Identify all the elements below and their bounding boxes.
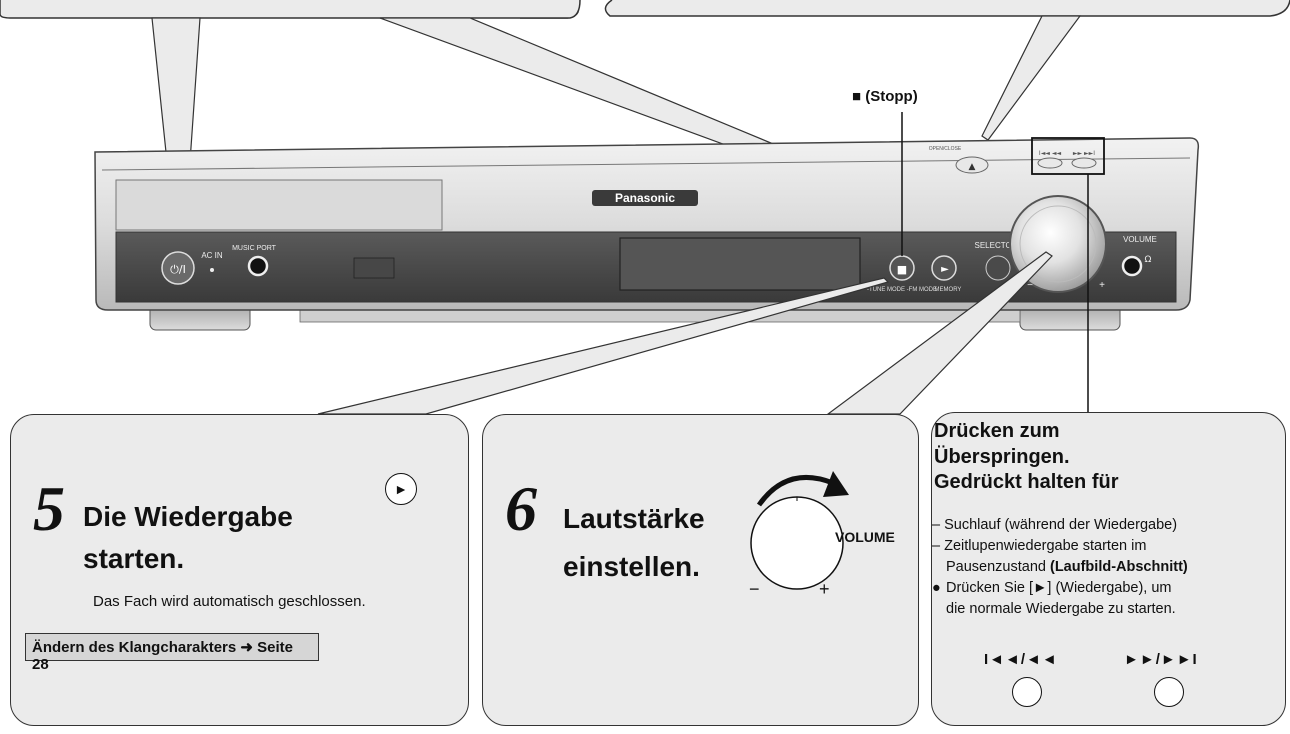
eject-button [955, 156, 989, 174]
power-symbol: ⏻/I [170, 263, 186, 276]
skip-item-play-b: die normale Wiedergabe zu starten. [946, 601, 1176, 618]
step5-note: Das Fach wird automatisch geschlossen. [93, 593, 366, 610]
headphone-jack [1121, 255, 1143, 277]
skip-back-label: I◄◄/◄◄ [984, 651, 1058, 668]
skip-item-slow-b: Pausenzustand [946, 559, 1046, 576]
svg-text:►► ►►I: ►► ►►I [1073, 150, 1095, 157]
skip-title-line3: Gedrückt halten für [934, 471, 1119, 494]
volume-label: VOLUME [1123, 235, 1157, 244]
music-port-jack [247, 255, 269, 277]
skip-item-play-a: Drücken Sie [►] (Wiedergabe), um [946, 580, 1172, 597]
skip-fwd-button-top [1071, 157, 1097, 169]
stop-callout-label: ■ (Stopp) [852, 88, 918, 105]
svg-text:+: + [1099, 280, 1105, 291]
ir-sensor [353, 257, 395, 279]
disc-tray [115, 179, 443, 231]
knob-plus: + [819, 579, 830, 599]
skip-fwd-label: ►►/►►I [1124, 651, 1198, 668]
svg-text:I◄◄ ◄◄: I◄◄ ◄◄ [1039, 150, 1062, 157]
bullet-icon: ● [932, 580, 941, 597]
pointer-eject [981, 15, 1082, 141]
selector-label: SELECTOR [975, 241, 1018, 250]
skip-title-line2: Überspringen. [934, 445, 1070, 468]
skip-item-search: – Suchlauf (während der Wiedergabe) [932, 517, 1178, 533]
display-window [619, 237, 861, 291]
knob-volume-label: VOLUME [835, 529, 895, 545]
play-icon: ► [385, 473, 417, 505]
stop-sub-label: -TUNE MODE -FM MODE [867, 287, 937, 293]
step5-panel: 5 Die Wiedergabe starten. ► Das Fach wir… [10, 414, 469, 726]
svg-text:Ω: Ω [1145, 255, 1152, 265]
play-button [931, 255, 957, 281]
volume-knob-circle [750, 496, 844, 590]
knob-minus: − [749, 579, 760, 599]
step6-title-line2: einstellen. [563, 551, 700, 582]
skip-panel: Drücken zum Überspringen. Gedrückt halte… [931, 412, 1286, 726]
skip-item-slow-c: (Laufbild-Abschnitt) [1050, 559, 1188, 576]
selector-button [985, 255, 1011, 281]
skip-item-slow-a: – Zeitlupenwiedergabe starten im [932, 538, 1147, 555]
svg-text:▲: ▲ [969, 162, 976, 172]
step6-panel: 6 Lautstärke einstellen. VOLUME − + [482, 414, 919, 726]
music-port-label: MUSIC PORT [232, 245, 277, 252]
svg-text:−: − [1027, 280, 1033, 291]
step6-number: 6 [505, 473, 537, 544]
rotate-arrow-icon [756, 474, 834, 507]
ac-in-label: AC IN [201, 251, 223, 260]
step5-number: 5 [33, 473, 65, 544]
svg-text:■: ■ [897, 263, 907, 276]
brand-plate [592, 190, 698, 206]
power-button [161, 251, 195, 285]
volume-knob-diagram [750, 471, 849, 590]
step5-title-line2: starten. [83, 543, 185, 574]
skip-title-line1: Drücken zum [934, 420, 1060, 442]
step5-title-line1: Die Wiedergabe [83, 501, 293, 532]
open-close-label: OPEN/CLOSE [929, 146, 962, 152]
memory-label: MEMORY [935, 287, 962, 293]
brand-logo: Panasonic [615, 191, 675, 205]
skip-fwd-button[interactable] [1154, 677, 1184, 707]
step6-title-line1: Lautstärke [563, 503, 705, 534]
skip-highlight-box [1031, 137, 1105, 175]
skip-instructions: – Suchlauf (während der Wiedergabe) – Ze… [932, 515, 1282, 620]
top-right-callout-edge [604, 0, 1290, 17]
svg-text:►: ► [941, 264, 949, 275]
sound-character-tip[interactable]: Ändern des Klangcharakters ➜ Seite 28 [25, 633, 319, 673]
skip-back-button-top [1037, 157, 1063, 169]
skip-back-button[interactable] [1012, 677, 1042, 707]
